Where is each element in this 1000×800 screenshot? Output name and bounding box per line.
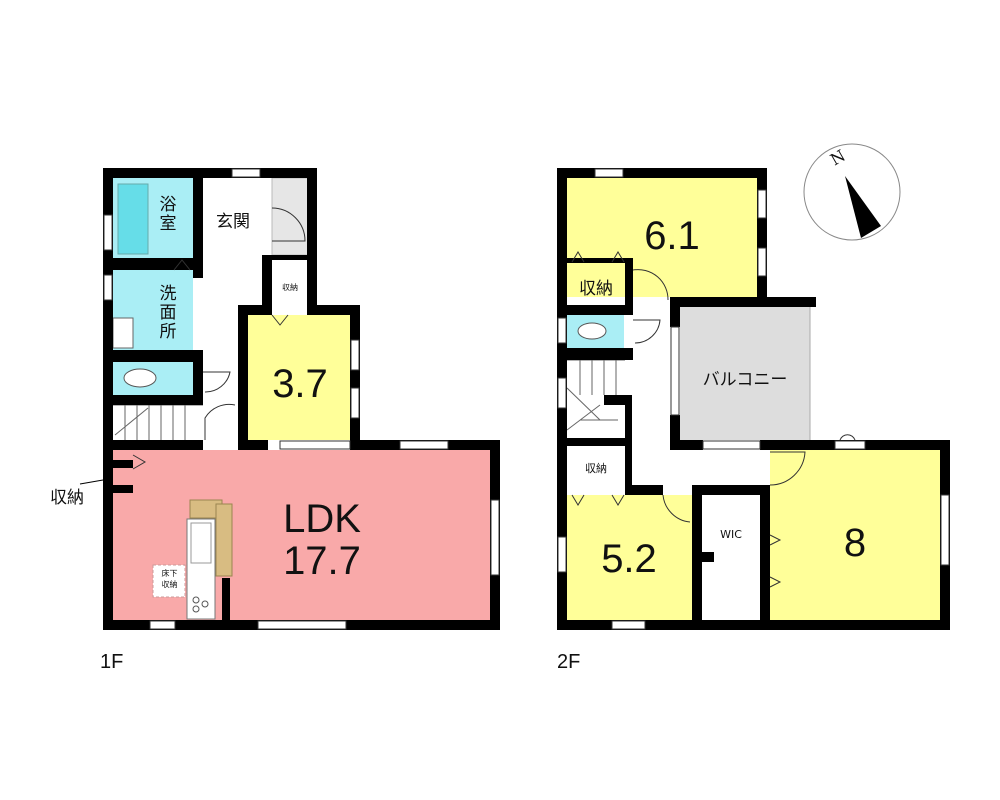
room-3-7-fill: [248, 315, 350, 440]
underfloor-storage-label: 床下収納: [161, 569, 178, 589]
stairs-1f: [113, 404, 203, 440]
room-5-2-fill: [567, 495, 692, 620]
ldk-size-label: 17.7: [283, 539, 361, 583]
ldk-name-label: LDK: [283, 497, 361, 541]
windows-1f: [103, 168, 500, 630]
porch-fill: [271, 177, 311, 256]
room-8-label: 8: [844, 521, 866, 565]
room-3-7-label: 3.7: [272, 362, 328, 406]
room-6-1-label: 6.1: [644, 214, 700, 258]
room-8-fill: [770, 450, 940, 620]
doors-2f: [571, 251, 856, 588]
stairs-2f: [566, 359, 625, 431]
storage-pointer-line: [79, 479, 104, 485]
storage-2f-bottom-label: 収納: [585, 462, 607, 475]
balcony-label: バルコニー: [703, 370, 788, 390]
washroom-label: 洗面所: [159, 284, 177, 342]
bathtub: [117, 183, 149, 255]
kitchen-counter-side: [215, 503, 233, 577]
storage-2f-top-label: 収納: [579, 279, 613, 299]
room-6-1-fill: [567, 178, 757, 297]
toilet-icon: [577, 322, 607, 340]
windows-2f: [557, 168, 950, 630]
north-arrow-icon: [845, 176, 881, 238]
room-5-2-label: 5.2: [601, 537, 657, 581]
floor-1f-label: 1F: [100, 651, 123, 673]
floor-2f-label: 2F: [557, 651, 580, 673]
wic-label: WIC: [720, 528, 742, 541]
underfloor-storage-box: [152, 564, 186, 598]
storage-1f-label: 収納: [282, 282, 298, 292]
kitchen-sink-icon: [190, 522, 212, 564]
toilet-icon: [123, 368, 157, 388]
wic-fill: [714, 495, 760, 620]
entrance-label: 玄関: [216, 212, 250, 232]
doors-1f: [132, 207, 306, 470]
bath-label: 浴室: [159, 195, 177, 234]
compass: N: [803, 143, 901, 241]
sink-icon: [112, 317, 134, 349]
floor-1f: 玄関 収納 3.7 LDK 17.7 収納 1F: [50, 168, 500, 673]
floor-2f: 6.1 収納 バルコニー 収納 5.2 WIC 8 2F: [557, 168, 950, 673]
stove-icon: [192, 596, 209, 613]
outside-storage-label: 収納: [50, 488, 84, 508]
balcony-fill: [680, 307, 810, 440]
